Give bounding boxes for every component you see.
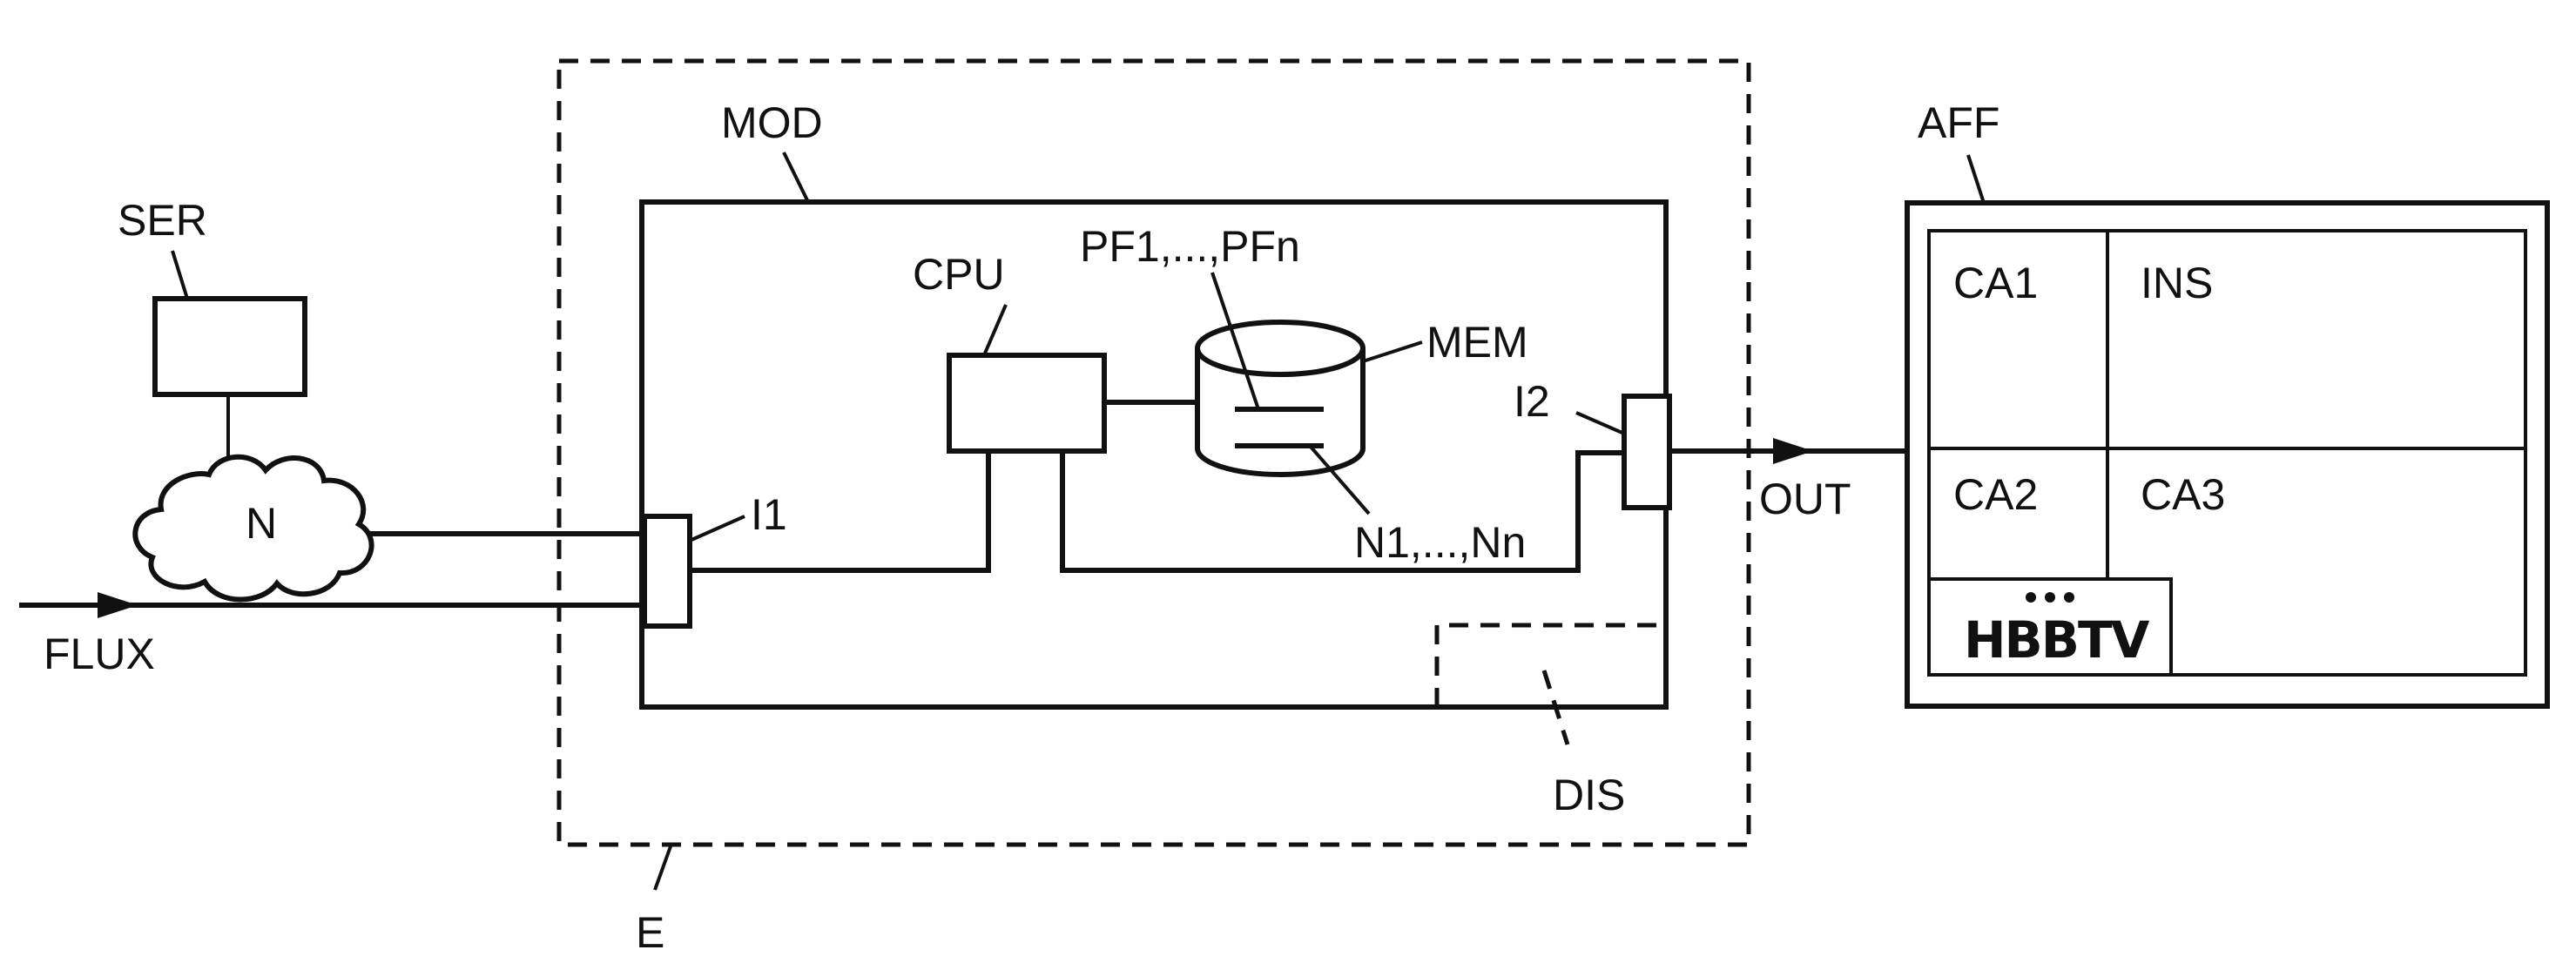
out-arrow-head — [1773, 438, 1813, 464]
mod-leader — [784, 152, 808, 202]
zone-ca2: CA2 — [1953, 470, 2038, 519]
label-cpu: CPU — [913, 250, 1005, 299]
module-mod-box — [642, 202, 1666, 707]
label-pf: PF1,...,PFn — [1080, 222, 1300, 271]
ser-leader — [172, 251, 187, 299]
zone-ca3: CA3 — [2141, 470, 2225, 519]
label-e: E — [636, 908, 664, 957]
label-i1: I1 — [751, 490, 787, 539]
mem-leader — [1363, 342, 1422, 361]
label-mod: MOD — [721, 98, 823, 147]
label-aff: AFF — [1918, 98, 1999, 147]
i1-leader — [691, 516, 745, 540]
label-nn: N1,...,Nn — [1354, 518, 1526, 567]
dis-block — [1437, 625, 1666, 707]
server-ser-box — [155, 299, 305, 394]
equipment-e-boundary — [559, 61, 1749, 845]
label-ser: SER — [118, 196, 207, 245]
zone-ca1: CA1 — [1953, 259, 2038, 307]
label-flux: FLUX — [44, 630, 155, 678]
e-leader — [655, 846, 671, 890]
label-i2: I2 — [1514, 377, 1550, 426]
cpu-box — [949, 355, 1104, 451]
zone-ins: INS — [2141, 259, 2213, 307]
label-dis: DIS — [1553, 771, 1625, 819]
memory-mem-top — [1197, 322, 1363, 374]
label-mem: MEM — [1426, 318, 1528, 367]
interface-i2 — [1624, 396, 1669, 508]
i2-leader — [1576, 413, 1624, 434]
label-out: OUT — [1759, 475, 1851, 523]
interface-i1 — [644, 516, 690, 626]
i1-to-cpu-line — [690, 451, 988, 570]
flux-arrow-head — [98, 592, 138, 618]
hbbtv-logo: HBBTV — [1964, 610, 2150, 670]
cpu-to-i2-line — [1062, 451, 1624, 570]
hbbtv-dot-2 — [2045, 592, 2055, 603]
aff-leader — [1968, 155, 1984, 203]
label-n: N — [246, 499, 277, 548]
cpu-leader — [984, 305, 1006, 355]
hbbtv-dot-1 — [2026, 592, 2036, 603]
hbbtv-dot-3 — [2064, 592, 2074, 603]
